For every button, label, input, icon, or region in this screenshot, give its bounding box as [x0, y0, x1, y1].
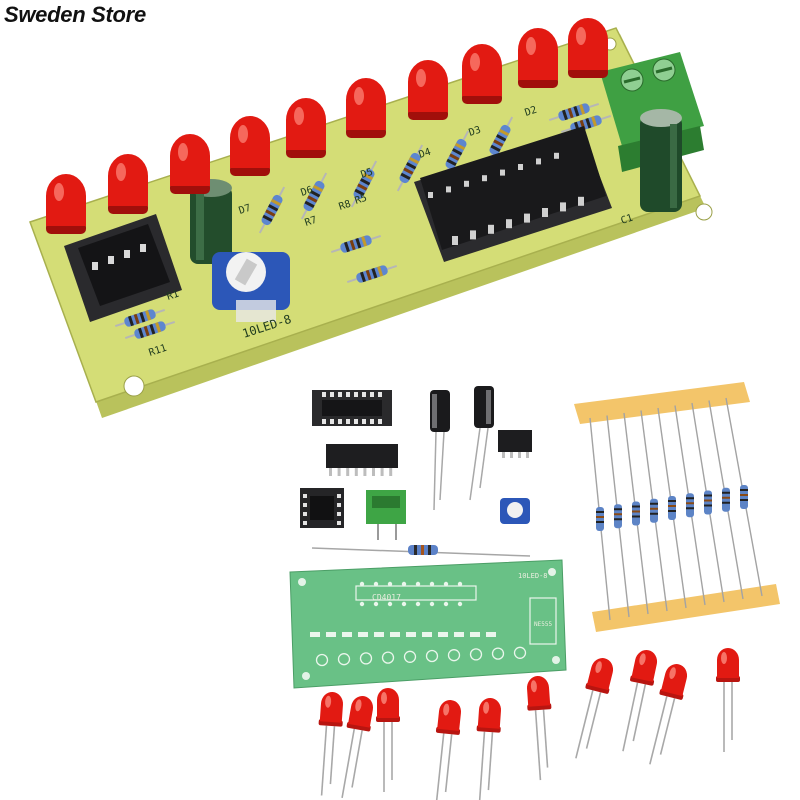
pcb-ic-main-label: CD4017	[372, 593, 401, 602]
board-resistor	[396, 144, 424, 192]
loose-ic-chip-16	[326, 444, 398, 476]
silk-d4: D4	[418, 147, 433, 161]
board-resistor	[350, 160, 378, 208]
silk-r8: R8	[338, 199, 353, 213]
tape-resistor	[704, 490, 712, 515]
loose-led	[575, 658, 614, 759]
cd4017-chip	[414, 126, 612, 262]
board-led	[46, 174, 86, 234]
resistor-tape-strip	[574, 382, 780, 632]
board-resistor	[258, 186, 286, 234]
tape-resistor	[668, 496, 676, 520]
board-led	[568, 18, 608, 78]
loose-ic-socket-16	[312, 390, 392, 426]
pcb-ic-timer-label: NE555	[534, 621, 552, 628]
mount-hole	[123, 375, 145, 397]
loose-led	[318, 692, 343, 796]
loose-resistor	[311, 545, 531, 557]
mount-hole	[695, 203, 713, 221]
board-led	[346, 78, 386, 138]
silk-r1: R1	[166, 289, 181, 303]
board-resistor	[346, 265, 398, 283]
loose-ic-socket-8	[300, 488, 344, 528]
tape-resistor	[686, 493, 694, 518]
board-led	[462, 44, 502, 104]
board-leds	[46, 18, 608, 234]
loose-led	[622, 650, 658, 752]
tape-top	[574, 382, 750, 424]
tape-resistor	[722, 487, 730, 512]
silk-d6: D6	[300, 185, 315, 199]
silk-d2: D2	[524, 105, 539, 119]
silk-d5: D5	[360, 167, 375, 181]
capacitor-right	[640, 109, 682, 212]
loose-capacitor-1	[430, 390, 450, 511]
board-resistor	[330, 235, 382, 253]
tape-resistor	[614, 504, 622, 529]
board-led	[230, 116, 270, 176]
loose-terminal-block	[366, 490, 406, 540]
tape-resistor	[596, 507, 604, 531]
tape-resistor	[740, 485, 748, 509]
board-led	[108, 154, 148, 214]
tape-resistor	[650, 498, 658, 523]
capacitor-left	[190, 179, 232, 264]
silk-d7: D7	[238, 203, 253, 217]
board-resistor	[548, 103, 600, 121]
board-led	[408, 60, 448, 120]
loose-led	[341, 696, 374, 799]
loose-led	[376, 688, 400, 792]
loose-led	[649, 664, 688, 765]
loose-led	[435, 700, 461, 800]
store-watermark: Sweden Store	[4, 2, 146, 27]
board-resistor	[124, 321, 176, 339]
silk-c1: C1	[620, 213, 635, 227]
loose-ne555-chip	[498, 430, 532, 458]
loose-led	[476, 698, 501, 800]
loose-leds	[318, 648, 740, 800]
board-resistor	[114, 309, 166, 327]
board-led	[170, 134, 210, 194]
board-led	[286, 98, 326, 158]
silk-r11: R11	[148, 343, 169, 359]
loose-components: CD4017 10LED-8 NE555	[289, 382, 780, 800]
loose-capacitor-2	[469, 386, 494, 501]
loose-led	[527, 676, 552, 781]
tape-resistor	[632, 501, 640, 526]
assembled-board: 10LED-8 D2 D3 D4 D5 D6 D7 R5 R7 R8 R1 R1…	[29, 18, 713, 418]
bare-pcb: CD4017 10LED-8 NE555	[289, 559, 567, 689]
loose-led	[716, 648, 740, 752]
silk-r5: R5	[354, 193, 369, 207]
ne555-socket	[64, 214, 182, 322]
board-led	[518, 28, 558, 88]
silk-r7: R7	[304, 215, 319, 229]
board-resistor	[300, 172, 328, 220]
silk-d3: D3	[468, 125, 483, 139]
loose-potentiometer	[500, 498, 530, 524]
pcb-title-label: 10LED-8	[518, 572, 548, 580]
potentiometer	[212, 252, 290, 322]
